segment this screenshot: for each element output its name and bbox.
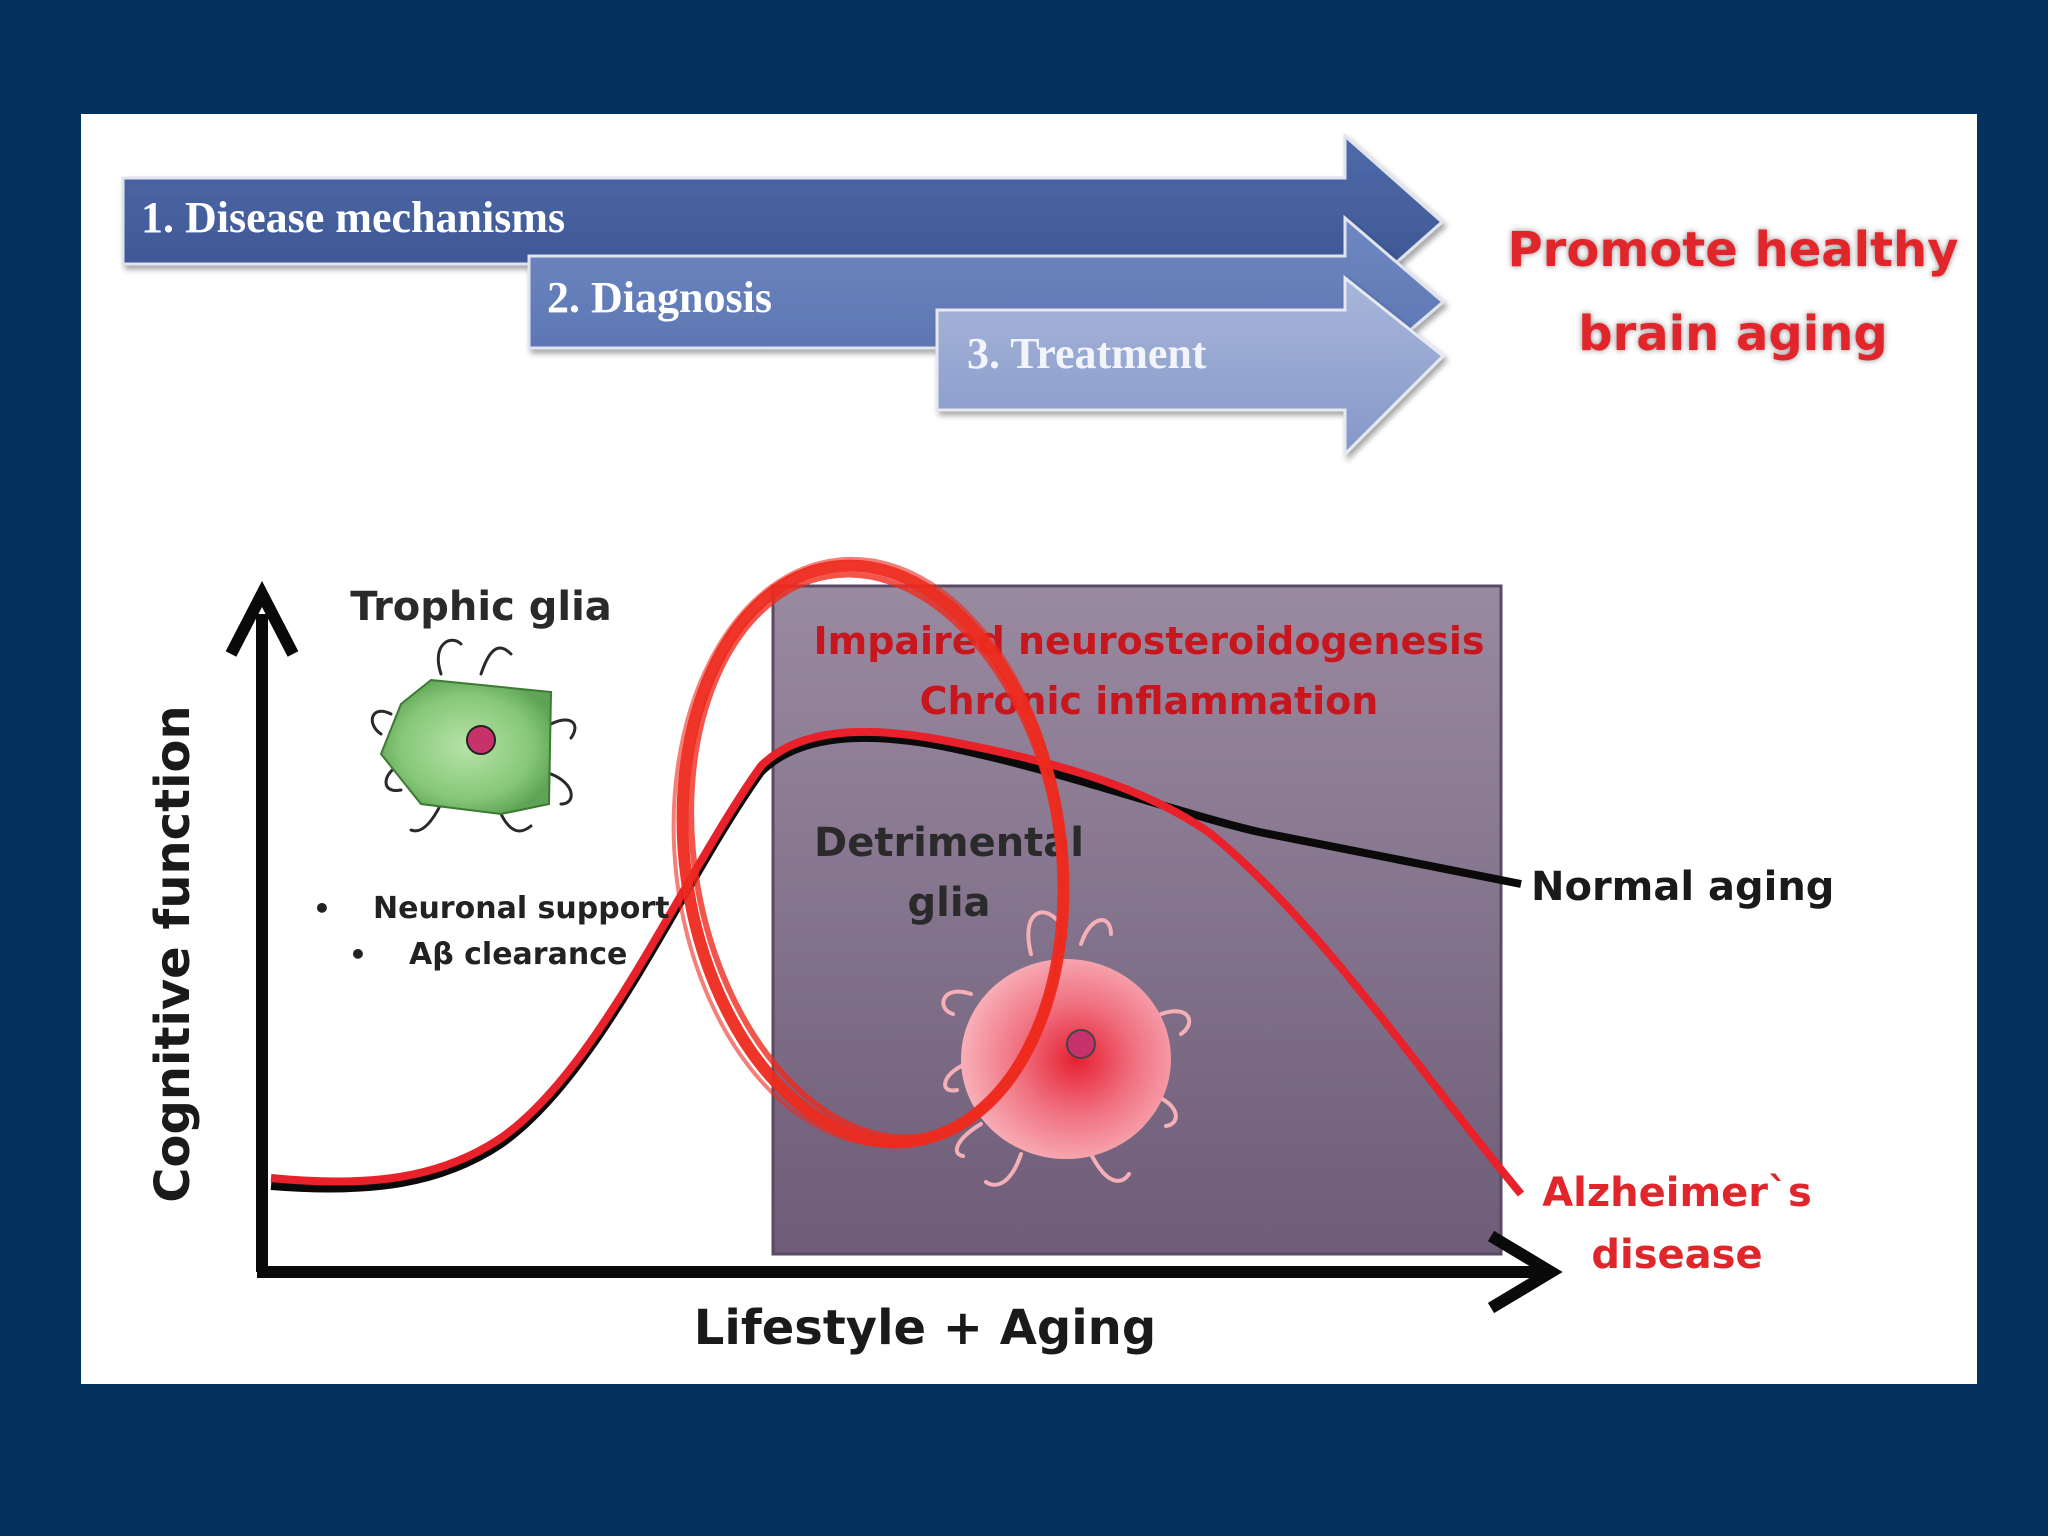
detrimental-glia-line-2: glia: [907, 880, 990, 926]
goal-line-1: Promote healthy: [1507, 222, 1958, 278]
y-axis: [225, 580, 299, 1272]
goal-line-2: brain aging: [1578, 306, 1888, 362]
alzheimers-curve: [270, 727, 1525, 1197]
arrow-treatment: [935, 274, 1446, 458]
bullet-dot-2: •: [349, 938, 367, 971]
bullet-dot-1: •: [313, 892, 331, 925]
bullet-abeta-clearance: Aβ clearance: [409, 937, 627, 972]
trophic-glia-title: Trophic glia: [350, 584, 612, 630]
step-treatment-label: 3. Treatment: [967, 329, 1207, 378]
bullet-neuronal-support: Neuronal support: [373, 891, 669, 926]
detrimental-glia-line-1: Detrimental: [814, 820, 1084, 866]
step-disease-mechanisms-label: 1. Disease mechanisms: [141, 193, 565, 242]
x-axis-label: Lifestyle + Aging: [694, 1300, 1156, 1356]
red-circle-annotation: [671, 556, 1070, 1149]
alzheimers-label-line-2: disease: [1591, 1232, 1762, 1278]
diagram-canvas: 1. Disease mechanisms 2. Diagnosis 3. Tr…: [121, 132, 1959, 1356]
step-diagnosis-label: 2. Diagnosis: [547, 273, 772, 322]
detrimental-glia-cell-icon: [941, 910, 1192, 1187]
impaired-neurosteroidogenesis-label: Impaired neurosteroidogenesis: [813, 619, 1484, 663]
alzheimers-label-line-1: Alzheimer`s: [1542, 1170, 1812, 1216]
trophic-glia-cell-icon: [370, 638, 577, 833]
y-axis-label: Cognitive function: [145, 705, 201, 1202]
chronic-inflammation-label: Chronic inflammation: [920, 679, 1379, 723]
slide: 1. Disease mechanisms 2. Diagnosis 3. Tr…: [81, 114, 1977, 1384]
x-axis: [257, 1230, 1563, 1314]
normal-aging-label: Normal aging: [1531, 864, 1834, 910]
